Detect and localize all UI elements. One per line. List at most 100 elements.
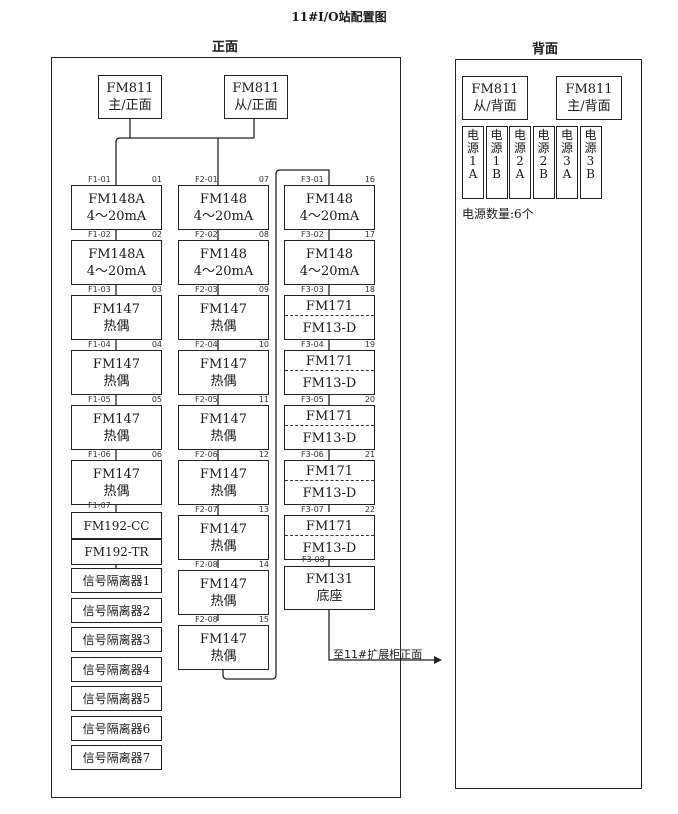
psu-char: 源 — [537, 141, 550, 155]
psu-char: 电 — [560, 128, 573, 142]
slot-id-f1-07: F1-07 — [88, 501, 111, 510]
slot-number: 15 — [258, 615, 269, 624]
module-type: FM13-D — [302, 431, 357, 446]
psu-char: 电 — [466, 128, 479, 142]
slot-number: 20 — [364, 395, 375, 404]
back-cpu-slave: FM811 从/背面 — [462, 76, 528, 120]
module-type: 热偶 — [210, 538, 237, 554]
back-panel — [455, 59, 642, 789]
module-model: FM147 — [199, 466, 248, 482]
module-model: FM171 — [285, 518, 374, 536]
module-type: FM13-D — [302, 541, 357, 556]
slot-number: 01 — [151, 175, 162, 184]
power-count: 电源数量:6个 — [462, 207, 534, 221]
front-panel-label: 正面 — [211, 40, 238, 55]
cpu-model: FM811 — [106, 81, 154, 96]
slot-id: F1-04 — [88, 340, 111, 349]
module-model: FM148 — [305, 191, 354, 207]
slot-id: F2-08 — [195, 615, 218, 624]
signal-isolator: 信号隔离器3 — [71, 627, 162, 652]
slot-number: 17 — [364, 230, 375, 239]
psu-char: 2 — [539, 154, 548, 168]
front-cpu-master: FM811 主/正面 — [98, 75, 162, 119]
module-model: FM148 — [199, 246, 248, 262]
slot-number: 16 — [364, 175, 375, 184]
psu-char: A — [562, 167, 572, 181]
module-type: 热偶 — [210, 428, 237, 444]
module-model: FM148 — [305, 246, 354, 262]
slot-id: F3-06 — [301, 450, 324, 459]
psu-char: 1 — [469, 154, 477, 168]
psu-char: 电 — [537, 128, 550, 142]
slot-id: F3-03 — [301, 285, 324, 294]
cpu-model: FM811 — [471, 82, 519, 97]
fm192-cc-module: FM192-CC — [71, 512, 162, 539]
module-model: FM148 — [199, 191, 248, 207]
slot-number: 18 — [364, 285, 375, 294]
slot-id: F1-05 — [88, 395, 111, 404]
module-type: FM13-D — [302, 321, 357, 336]
slot-id: F3-01 — [301, 175, 324, 184]
slot-id: F1-03 — [88, 285, 111, 294]
module-type: 热偶 — [103, 483, 130, 499]
module-type: 热偶 — [103, 318, 130, 334]
psu-char: A — [515, 167, 525, 181]
slot-id: F1-06 — [88, 450, 111, 459]
psu-char: 源 — [513, 141, 526, 155]
psu-char: A — [468, 167, 478, 181]
module-type: FM13-D — [302, 376, 357, 391]
slot-number: 10 — [258, 340, 269, 349]
psu-char: 源 — [466, 141, 479, 155]
cpu-model: FM811 — [232, 81, 280, 96]
slot-number: 13 — [258, 505, 269, 514]
psu-char: 1 — [492, 154, 501, 168]
slot-id: F3-05 — [301, 395, 324, 404]
psu-char: B — [586, 167, 595, 181]
slot-id: F2-03 — [195, 285, 218, 294]
module-type: 4～20mA — [86, 263, 147, 279]
fm192-tr-module: FM192-TR — [71, 539, 162, 565]
module-model: FM171 — [285, 408, 374, 426]
module-type: 热偶 — [103, 428, 130, 444]
psu-char: 3 — [563, 154, 571, 168]
slot-id: F2-06 — [195, 450, 218, 459]
cpu-role: 从/正面 — [234, 98, 278, 113]
psu-char: B — [492, 167, 501, 181]
slot-id: F3-02 — [301, 230, 324, 239]
slot-number: 14 — [258, 560, 269, 569]
slot-number: 09 — [258, 285, 269, 294]
signal-isolator: 信号隔离器6 — [71, 715, 162, 741]
signal-isolator: 信号隔离器7 — [71, 745, 162, 770]
back-cpu-master: FM811 主/背面 — [556, 76, 622, 120]
module-type: 4～20mA — [193, 263, 254, 279]
psu-char: 电 — [513, 128, 526, 142]
module-type: 热偶 — [103, 373, 130, 389]
signal-isolator: 信号隔离器4 — [71, 656, 162, 682]
module-model: FM147 — [199, 521, 248, 537]
module-type: 热偶 — [210, 593, 237, 609]
module-type: FM13-D — [302, 486, 357, 501]
front-panel — [51, 57, 401, 798]
psu-char: 源 — [490, 141, 503, 155]
slot-id-f3-08: F3-08 — [302, 555, 325, 564]
module-model: FM147 — [92, 466, 141, 482]
module-model: FM148A — [88, 246, 145, 262]
module-type: 底座 — [316, 589, 343, 604]
